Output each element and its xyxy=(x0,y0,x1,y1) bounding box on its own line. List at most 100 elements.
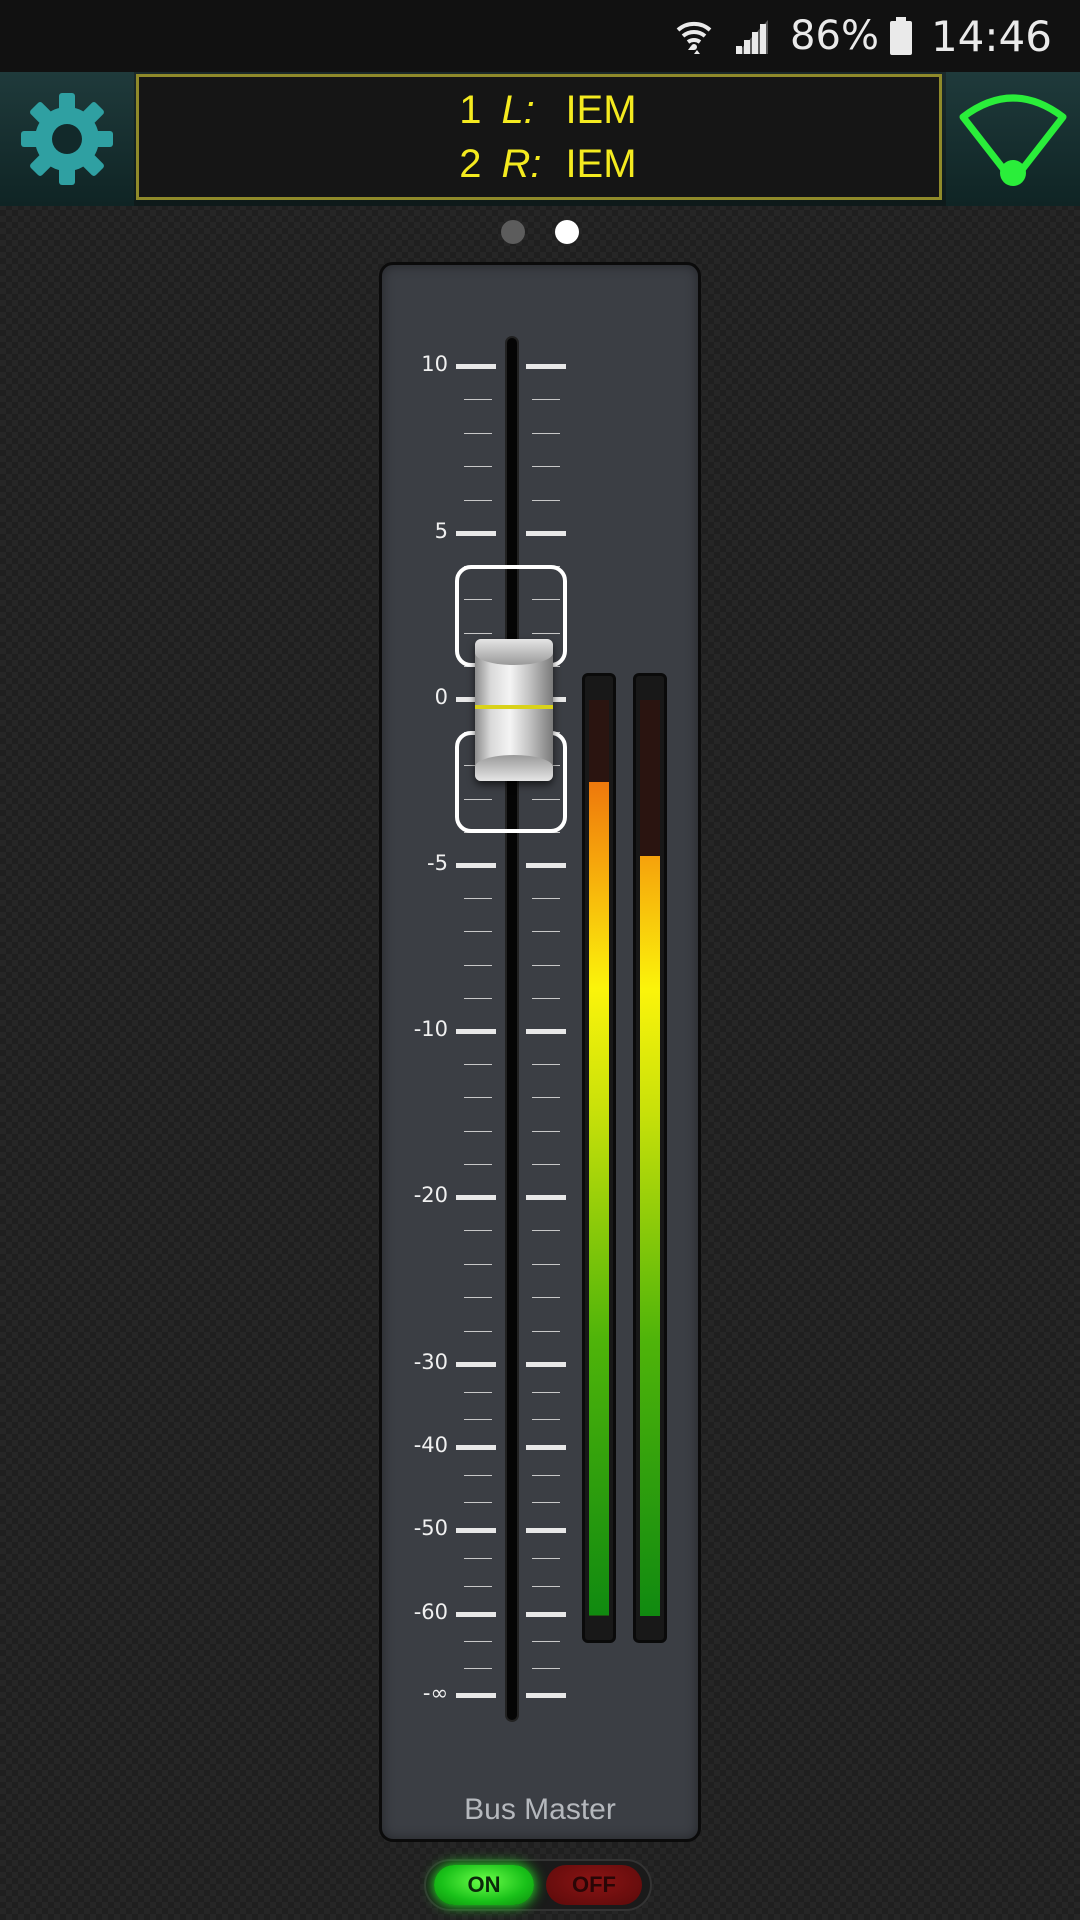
battery-icon xyxy=(889,16,913,56)
scale-tick xyxy=(464,1392,492,1393)
scale-tick xyxy=(464,1502,492,1503)
battery-percent: 86% xyxy=(790,13,879,59)
scale-tick xyxy=(532,1392,560,1393)
scale-tick xyxy=(456,1362,496,1367)
page-dot[interactable] xyxy=(501,220,525,244)
off-button[interactable]: OFF xyxy=(546,1865,642,1905)
scale-tick xyxy=(464,998,492,999)
scale-tick xyxy=(532,433,560,434)
channel-side: L: xyxy=(501,88,535,132)
channel-name: IEM xyxy=(565,142,637,186)
channel-number: 1 xyxy=(459,88,482,132)
scale-tick xyxy=(532,1230,560,1231)
scale-tick xyxy=(464,931,492,932)
connection-button[interactable] xyxy=(946,72,1080,206)
scale-tick xyxy=(532,1419,560,1420)
scale-label: -5 xyxy=(427,851,448,875)
scale-tick xyxy=(526,1612,566,1617)
level-meter-left xyxy=(582,673,616,1643)
channel-number: 2 xyxy=(459,142,482,186)
scale-tick xyxy=(532,1297,560,1298)
channel-row: 1 L: IEM xyxy=(441,83,636,137)
channel-row: 2 R: IEM xyxy=(441,137,636,191)
scale-label: -60 xyxy=(413,1600,448,1624)
gear-icon xyxy=(21,93,113,185)
scale-tick xyxy=(526,863,566,868)
page-indicator xyxy=(0,220,1080,250)
wifi-status-icon xyxy=(674,16,714,56)
scale-label: -∞ xyxy=(422,1681,448,1705)
scale-tick xyxy=(532,931,560,932)
scale-tick xyxy=(532,633,560,634)
channel-name: IEM xyxy=(565,88,637,132)
scale-tick xyxy=(456,364,496,369)
fader-track[interactable] xyxy=(505,336,519,1722)
level-meter-right xyxy=(633,673,667,1643)
scale-tick xyxy=(464,1131,492,1132)
scale-tick xyxy=(456,1195,496,1200)
signal-icon xyxy=(732,16,772,56)
scale-tick xyxy=(532,965,560,966)
scale-tick xyxy=(532,1097,560,1098)
scale-tick xyxy=(464,433,492,434)
scale-tick xyxy=(456,1612,496,1617)
scale-tick xyxy=(526,531,566,536)
scale-tick xyxy=(464,1164,492,1165)
scale-tick xyxy=(532,500,560,501)
scale-tick xyxy=(464,1419,492,1420)
scale-tick xyxy=(526,1693,566,1698)
channel-display[interactable]: 1 L: IEM 2 R: IEM xyxy=(136,74,942,200)
channel-side: R: xyxy=(501,142,542,186)
scale-tick xyxy=(532,1558,560,1559)
scale-tick xyxy=(532,1331,560,1332)
scale-tick xyxy=(464,1641,492,1642)
scale-tick xyxy=(464,466,492,467)
scale-label: -40 xyxy=(413,1433,448,1457)
scale-tick xyxy=(464,1297,492,1298)
scale-tick xyxy=(464,799,492,800)
page-dot-active[interactable] xyxy=(555,220,579,244)
status-bar: 86% 14:46 xyxy=(0,0,1080,72)
fader-knob-indicator xyxy=(475,705,553,709)
scale-tick xyxy=(532,1264,560,1265)
scale-tick xyxy=(456,1528,496,1533)
on-button[interactable]: ON xyxy=(434,1865,534,1905)
scale-tick xyxy=(532,1641,560,1642)
scale-label: -20 xyxy=(413,1183,448,1207)
scale-tick xyxy=(464,1064,492,1065)
scale-tick xyxy=(456,863,496,868)
scale-tick xyxy=(464,1668,492,1669)
scale-tick xyxy=(464,633,492,634)
scale-tick xyxy=(532,1131,560,1132)
scale-label: 10 xyxy=(421,352,448,376)
scale-tick xyxy=(464,1558,492,1559)
scale-tick xyxy=(526,364,566,369)
scale-tick xyxy=(532,799,560,800)
fader-knob[interactable] xyxy=(475,639,553,781)
scale-tick xyxy=(464,1331,492,1332)
scale-tick xyxy=(456,1693,496,1698)
scale-tick xyxy=(526,1362,566,1367)
scale-label: -30 xyxy=(413,1350,448,1374)
app-header: 1 L: IEM 2 R: IEM xyxy=(0,72,1080,206)
scale-tick xyxy=(532,898,560,899)
scale-tick xyxy=(464,500,492,501)
scale-tick xyxy=(464,1097,492,1098)
level-meter-right-fill xyxy=(640,855,660,1616)
scale-tick xyxy=(526,1029,566,1034)
on-off-toggle[interactable]: ON OFF xyxy=(424,1859,652,1911)
scale-tick xyxy=(464,1586,492,1587)
scale-tick xyxy=(464,1475,492,1476)
bus-label: Bus Master xyxy=(464,1793,616,1826)
scale-tick xyxy=(532,1586,560,1587)
scale-tick xyxy=(464,599,492,600)
scale-tick xyxy=(532,1502,560,1503)
scale-label: -50 xyxy=(413,1516,448,1540)
scale-tick xyxy=(464,399,492,400)
scale-tick xyxy=(456,1445,496,1450)
settings-button[interactable] xyxy=(0,72,134,206)
scale-tick xyxy=(464,898,492,899)
scale-tick xyxy=(456,1029,496,1034)
clock: 14:46 xyxy=(930,11,1052,61)
scale-tick xyxy=(532,399,560,400)
